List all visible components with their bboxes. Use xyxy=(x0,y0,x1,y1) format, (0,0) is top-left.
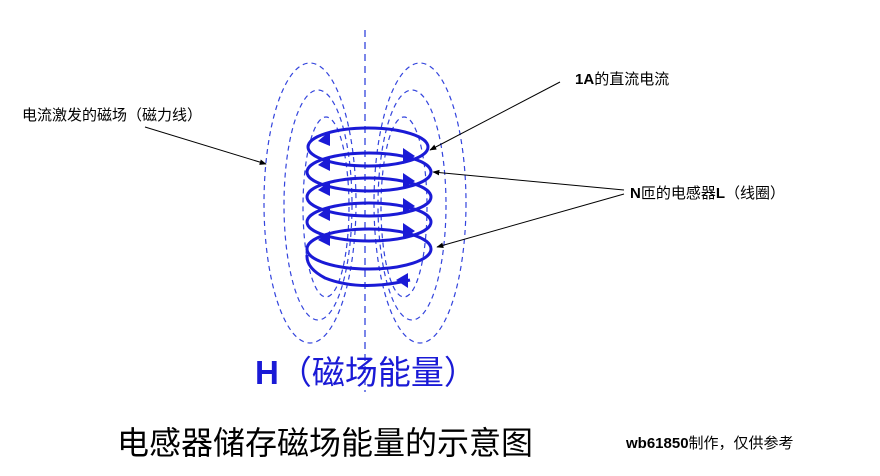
credit-note: wb61850制作，仅供参考 xyxy=(626,432,794,453)
coil-turn xyxy=(305,176,433,218)
current-arrow xyxy=(318,156,330,171)
current-arrow xyxy=(403,148,415,164)
inductor-coil-note: （线圈） xyxy=(725,184,786,202)
field-lines-label: 电流激发的磁场（磁力线） xyxy=(22,106,203,124)
credit-text: 制作，仅供参考 xyxy=(688,434,794,452)
current-arrow xyxy=(403,223,415,239)
coil-turn xyxy=(305,151,433,193)
current-arrow xyxy=(396,273,408,288)
inductor-turns-symbol: N xyxy=(630,185,641,202)
current-arrow xyxy=(403,173,415,189)
coil-turn xyxy=(305,227,433,271)
annotation-leaders xyxy=(144,81,625,248)
field-energy-text: （磁场能量） xyxy=(278,353,477,392)
current-arrow xyxy=(318,206,330,221)
current-arrow xyxy=(318,131,330,146)
credit-author: wb61850 xyxy=(626,435,689,452)
coil-turn xyxy=(306,126,430,168)
inductor-label: N匝的电感器L（线圈） xyxy=(630,182,785,203)
dc-current-label: 1A的直流电流 xyxy=(575,68,669,89)
coil-lead xyxy=(305,254,411,287)
field-line-right-inner xyxy=(380,116,428,298)
field-line-right-middle xyxy=(377,89,447,321)
leader-inductor-top xyxy=(432,169,625,191)
field-line-left-inner xyxy=(302,116,350,298)
dc-current-value: 1A xyxy=(575,71,595,88)
current-arrows xyxy=(318,131,415,288)
leader-inductor-bottom xyxy=(436,193,625,248)
diagram-title: 电感器储存磁场能量的示意图 xyxy=(117,424,534,462)
current-arrow xyxy=(403,198,415,214)
coil xyxy=(305,126,433,287)
current-arrow xyxy=(318,231,330,246)
field-energy-symbol: H xyxy=(255,354,279,391)
inductance-symbol: L xyxy=(715,185,726,202)
current-arrow xyxy=(318,181,330,196)
coil-turn xyxy=(305,201,433,243)
field-energy-label: H（磁场能量） xyxy=(255,346,477,394)
dc-current-text: 的直流电流 xyxy=(594,70,670,88)
leader-dc-current xyxy=(429,81,561,151)
inductor-text: 匝的电感器 xyxy=(640,184,716,202)
leader-field-lines xyxy=(144,126,267,165)
